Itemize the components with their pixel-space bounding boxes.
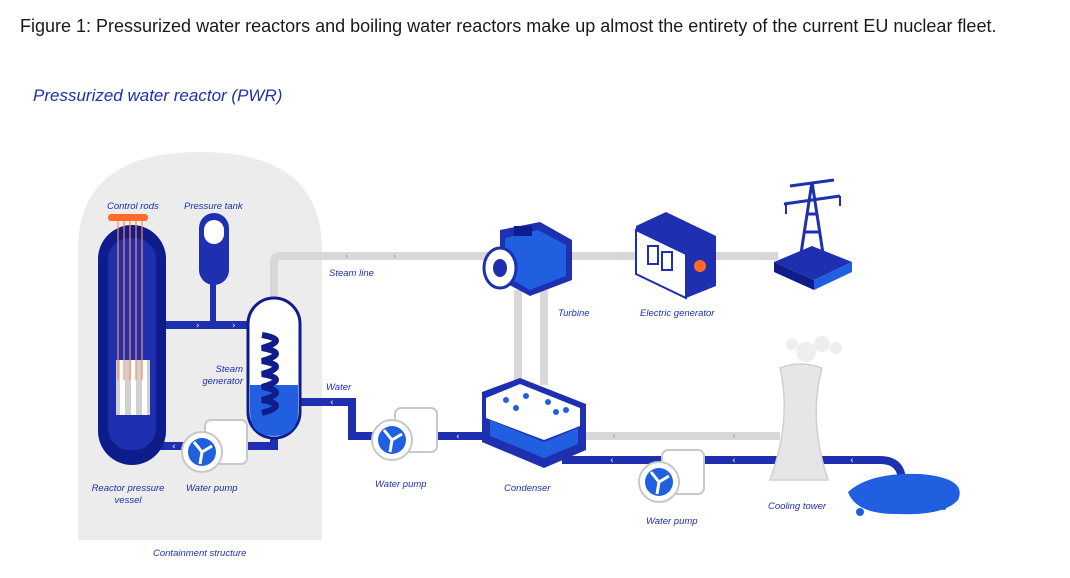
steam-arrow-1: › [345,252,349,262]
primary-arrow-3: ‹ [172,442,176,452]
turbine [482,222,572,296]
water-pump-bottom [638,449,705,503]
cw-arrow-2: ‹ [732,456,736,466]
pressure-tank [199,213,229,285]
condenser [482,378,586,468]
label-reactor-vessel-line1: Reactor pressure [92,483,165,494]
label-reactor-vessel-line2: vessel [115,495,143,506]
label-containment-structure: Containment structure [153,548,246,559]
electric-generator [635,212,716,300]
reactor-pressure-vessel [98,214,166,465]
primary-arrow-2: › [232,321,236,331]
cool-arrow-1: › [612,432,616,442]
label-steam-generator-line2: generator [202,376,244,387]
steam-line-pipe [270,252,500,305]
water-pump-middle [371,407,438,461]
water-droplet [856,508,864,516]
label-water: Water [326,382,352,393]
water-body [848,473,960,515]
transmission-pylon [774,178,852,290]
control-rods [108,214,148,380]
label-turbine: Turbine [558,308,590,319]
diagram-subtitle: Pressurized water reactor (PWR) [33,86,283,105]
label-electric-generator: Electric generator [640,308,715,319]
cooling-tower [768,336,842,481]
label-steam-generator-line1: Steam [216,364,244,375]
label-condenser: Condenser [504,483,551,494]
label-steam-line: Steam line [329,268,374,279]
cw-arrow-3: ‹ [850,456,854,466]
label-water-pump-middle: Water pump [375,479,427,490]
steam-generator [246,296,302,440]
label-pressure-tank: Pressure tank [184,201,244,212]
label-cooling-tower: Cooling tower [768,501,827,512]
feed-arrow-1: ‹ [330,398,334,408]
cw-arrow-1: ‹ [610,456,614,466]
label-water-pump-bottom: Water pump [646,516,698,527]
label-water-pump-inner: Water pump [186,483,238,494]
figure-caption: Figure 1: Pressurized water reactors and… [20,16,997,36]
water-droplet [942,506,946,510]
feed-arrow-2: ‹ [456,432,460,442]
primary-arrow-1: › [196,321,200,331]
label-control-rods: Control rods [107,201,159,212]
steam-arrow-2: › [393,252,397,262]
water-pump-inner [181,419,248,473]
cool-arrow-2: › [732,432,736,442]
